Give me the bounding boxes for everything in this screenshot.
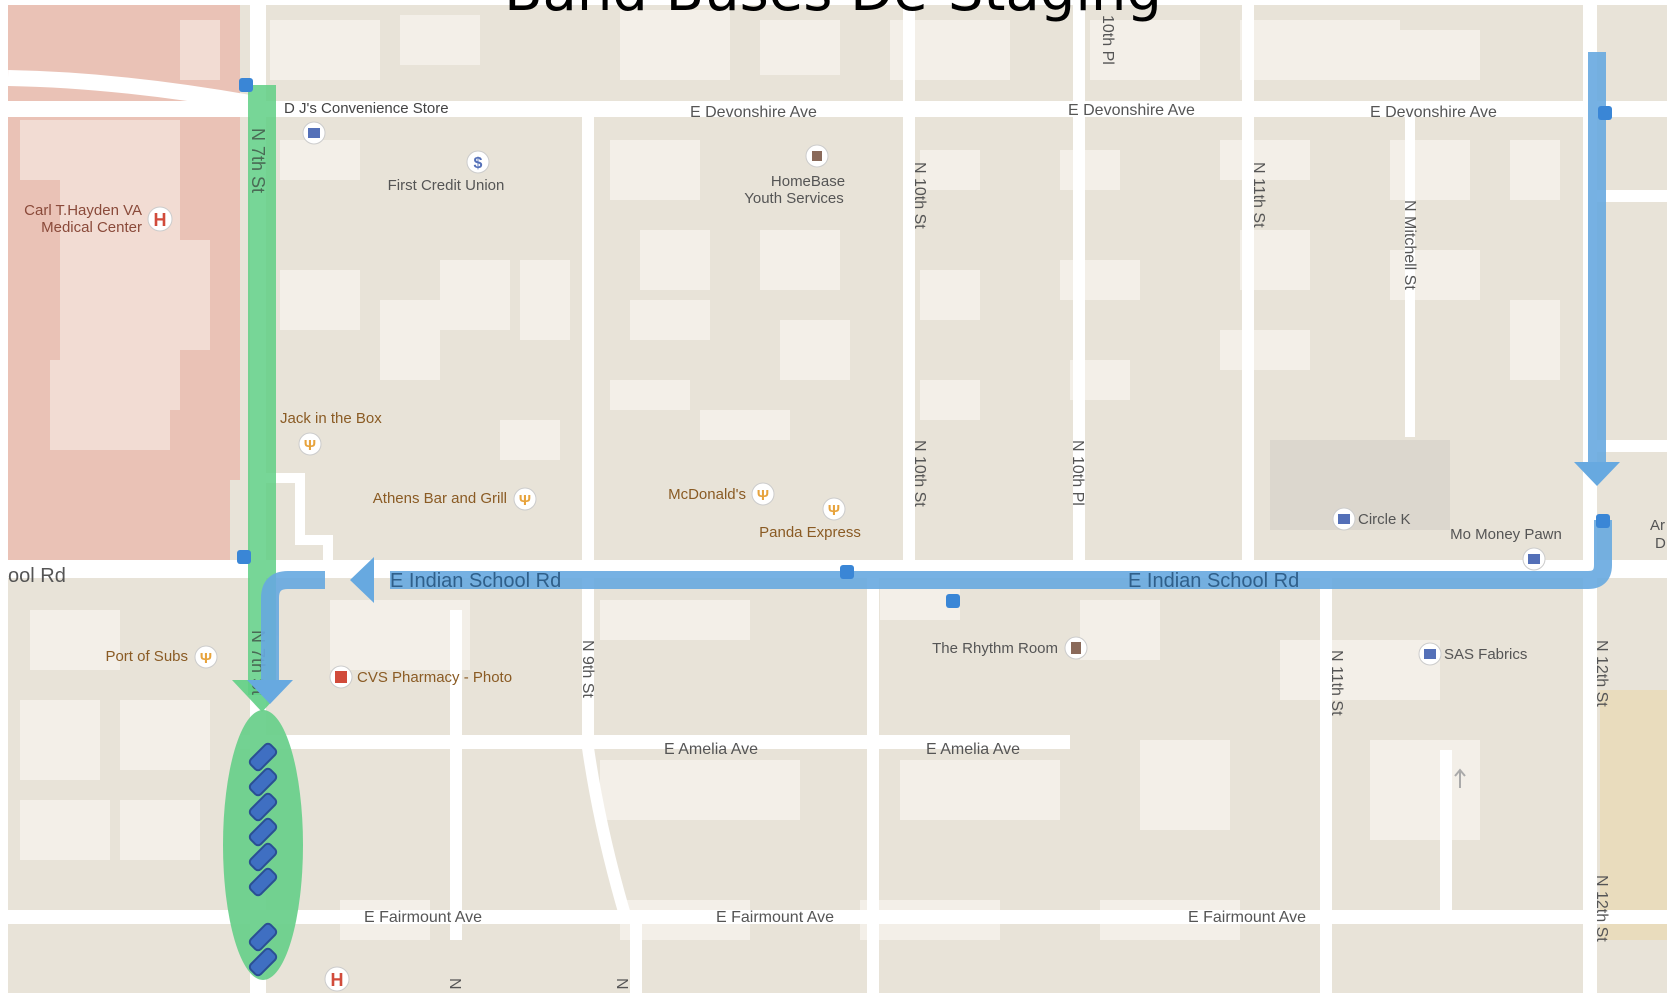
bus-icon xyxy=(248,742,278,772)
street-label-n11th-1: N 11th St xyxy=(1250,162,1267,228)
poi-label-panda: Panda Express xyxy=(759,524,861,541)
street-label-fairmount-1: E Fairmount Ave xyxy=(364,909,482,926)
poi-label-port: Port of Subs xyxy=(105,648,188,665)
street-label-fairmount-3: E Fairmount Ave xyxy=(1188,909,1306,926)
poi-jack-icon: Ψ xyxy=(298,432,322,456)
poi-panda-icon: Ψ xyxy=(822,497,846,521)
poi-rhythm-icon xyxy=(1064,636,1088,660)
street-label-n11th-2: N 11th St xyxy=(1328,650,1345,716)
parking-road xyxy=(266,473,333,560)
poi-label-cvs: CVS Pharmacy - Photo xyxy=(357,669,512,686)
poi-label-homebase-1: HomeBase xyxy=(771,173,845,190)
street-label-n-partial-1: N xyxy=(446,978,463,990)
street-label-indian-school-1: E Indian School Rd xyxy=(390,570,561,592)
page-title: Band Buses De-Staging xyxy=(504,0,1162,24)
fork-knife-icon: Ψ xyxy=(304,437,316,454)
poi-homebase-icon xyxy=(805,144,829,168)
bus-icon xyxy=(248,922,278,952)
up-arrow-icon xyxy=(1454,768,1466,788)
poi-mcdonalds-icon: Ψ xyxy=(751,482,775,506)
tan-lot xyxy=(1600,690,1667,940)
bus-stop-icon xyxy=(1598,106,1612,120)
poi-circlek-icon xyxy=(1332,507,1356,531)
street-label-n12th-1: N 12th St xyxy=(1593,640,1610,707)
poi-label-jack: Jack in the Box xyxy=(280,410,382,427)
blue-route xyxy=(261,52,1612,685)
shopping-bag-icon xyxy=(1338,514,1350,524)
poi-label-homebase-2: Youth Services xyxy=(744,190,844,207)
buildings xyxy=(20,10,1560,940)
street-label-devonshire-1: E Devonshire Ave xyxy=(690,104,817,121)
street-label-devonshire-3: E Devonshire Ave xyxy=(1370,104,1497,121)
street-label-amelia-2: E Amelia Ave xyxy=(926,741,1020,758)
street-label-n10th-2: N 10th St xyxy=(911,440,928,507)
bus-stop-icon xyxy=(239,78,253,92)
bus-stop-icon xyxy=(840,565,854,579)
bus-stop-icon xyxy=(946,594,960,608)
street-label-fairmount-2: E Fairmount Ave xyxy=(716,909,834,926)
poi-label-sas: SAS Fabrics xyxy=(1444,646,1527,663)
poi-label-carl-2: Medical Center xyxy=(41,219,142,236)
street-label-indian-school-partial: ool Rd xyxy=(8,565,66,587)
bus-icon xyxy=(248,867,278,897)
bus-icon xyxy=(248,842,278,872)
poi-first-credit-icon: $ xyxy=(466,150,490,174)
bus-icon xyxy=(248,817,278,847)
blue-arrow-down xyxy=(1574,462,1620,486)
blue-arrow-left xyxy=(350,557,374,603)
poi-label-circlek: Circle K xyxy=(1358,511,1411,528)
fork-knife-icon: Ψ xyxy=(828,502,840,519)
poi-cvs-icon xyxy=(329,665,353,689)
poi-label-dj: D J's Convenience Store xyxy=(284,100,449,117)
bus-icon xyxy=(248,767,278,797)
poi-hospital-bottom-icon: H xyxy=(324,966,350,992)
poi-dj-icon xyxy=(302,121,326,145)
street-label-n9th: N 9th St xyxy=(579,640,596,698)
buses xyxy=(248,742,278,977)
curvy-road xyxy=(7,70,252,111)
street-label-n10th-1: N 10th St xyxy=(911,162,928,229)
curvy-road-9th xyxy=(582,747,631,917)
street-label-devonshire-2: E Devonshire Ave xyxy=(1068,102,1195,119)
poi-label-rhythm: The Rhythm Room xyxy=(932,640,1058,657)
poi-momoney-icon xyxy=(1522,547,1546,571)
poi-sas-icon xyxy=(1418,642,1442,666)
fork-knife-icon: Ψ xyxy=(200,650,212,667)
poi-label-mcdonalds: McDonald's xyxy=(668,486,746,503)
poi-carl-icon: H xyxy=(147,206,173,232)
hospital-icon: H xyxy=(331,970,344,990)
poi-label-edge-ar: Ar xyxy=(1650,517,1665,534)
street-label-mitchell: N Mitchell St xyxy=(1401,200,1418,290)
staging-area xyxy=(223,710,303,980)
poi-label-edge-d: D xyxy=(1655,535,1666,552)
poi-label-athens: Athens Bar and Grill xyxy=(373,490,507,507)
bus-icon xyxy=(248,792,278,822)
blue-arrow-down-7th xyxy=(247,680,293,704)
bus-stop-icon xyxy=(237,550,251,564)
poi-label-carl-1: Carl T.Hayden VA xyxy=(24,202,142,219)
street-label-n10th-pl: N 10th Pl xyxy=(1069,440,1086,506)
fork-knife-icon: Ψ xyxy=(757,487,769,504)
shopping-bag-icon xyxy=(1528,554,1540,564)
street-label-10th-pl-top: 10th Pl xyxy=(1099,15,1116,65)
street-label-amelia-1: E Amelia Ave xyxy=(664,741,758,758)
fork-knife-icon: Ψ xyxy=(519,492,531,509)
poi-label-first-credit: First Credit Union xyxy=(388,177,505,194)
poi-athens-icon: Ψ xyxy=(513,487,537,511)
bus-stops xyxy=(237,78,1612,608)
shopping-bag-icon xyxy=(308,128,320,138)
street-label-indian-school-2: E Indian School Rd xyxy=(1128,570,1299,592)
street-label-n7th-1: N 7th St xyxy=(248,128,268,193)
street-label-n-partial-2: N xyxy=(613,978,630,990)
poi-label-momoney: Mo Money Pawn xyxy=(1450,526,1562,543)
hospital-icon: H xyxy=(154,210,167,230)
shopping-bag-icon xyxy=(1424,649,1436,659)
bus-icon xyxy=(248,947,278,977)
circle-k-lot xyxy=(1270,440,1450,530)
street-label-n12th-2: N 12th St xyxy=(1593,875,1610,942)
poi-port-icon: Ψ xyxy=(194,645,218,669)
bus-stop-icon xyxy=(1596,514,1610,528)
dollar-icon: $ xyxy=(474,155,483,172)
